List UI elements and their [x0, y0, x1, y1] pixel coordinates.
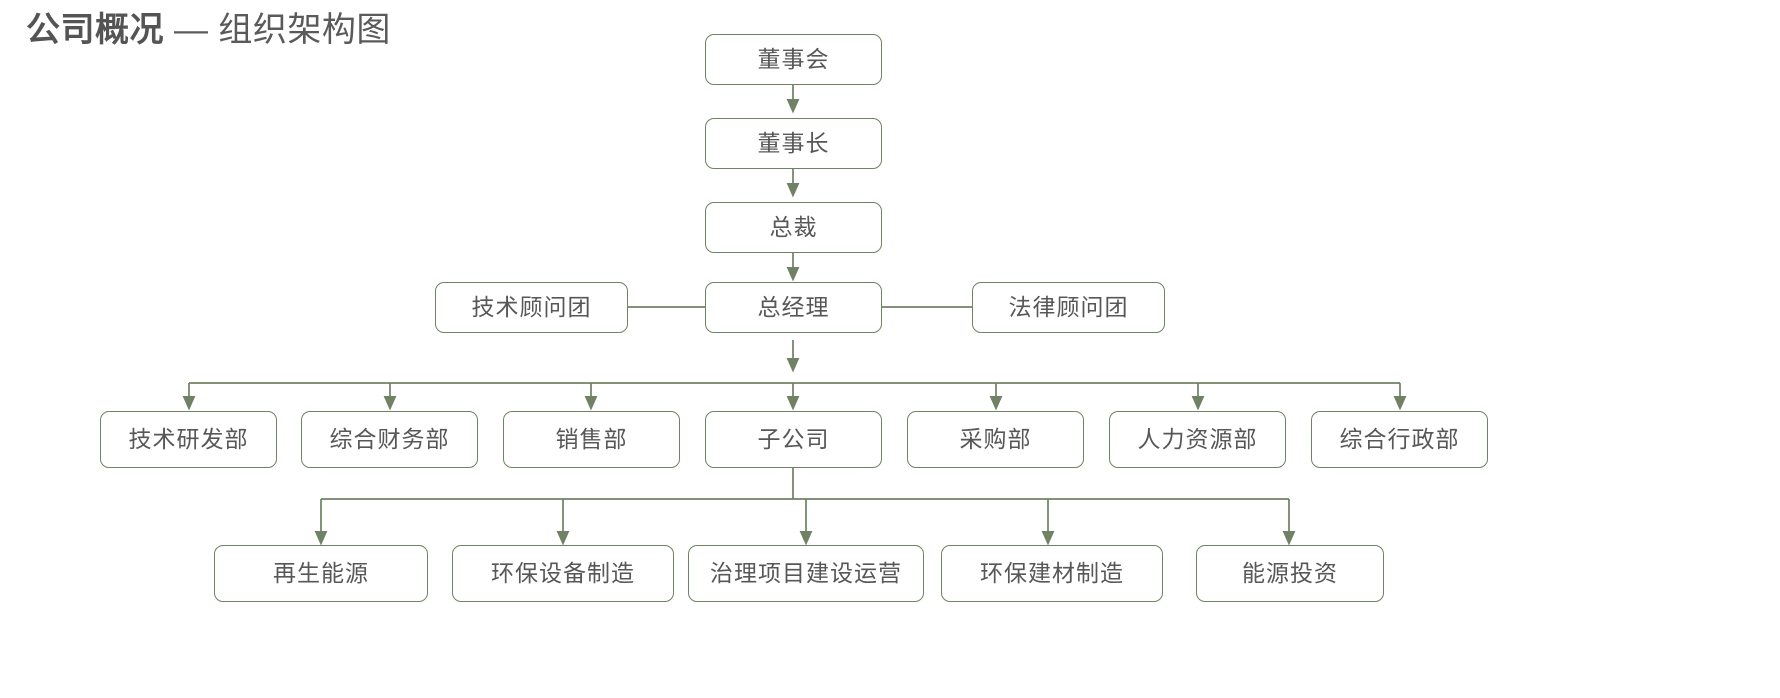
node-dept-finance-label: 综合财务部	[329, 426, 450, 452]
node-dept-admin-label: 综合行政部	[1339, 426, 1460, 452]
node-sub-investment[interactable]: 能源投资	[1196, 545, 1384, 602]
node-dept-admin[interactable]: 综合行政部	[1311, 411, 1488, 468]
page-title-strong: 公司概况	[26, 11, 164, 49]
node-dept-rnd[interactable]: 技术研发部	[100, 411, 277, 468]
node-sub-equipment-label: 环保设备制造	[491, 560, 635, 586]
node-dept-rnd-label: 技术研发部	[128, 426, 249, 452]
node-president[interactable]: 总裁	[705, 202, 882, 253]
node-president-label: 总裁	[769, 214, 818, 240]
node-sub-renewable-label: 再生能源	[273, 560, 369, 586]
node-legal-advisors[interactable]: 法律顾问团	[972, 282, 1165, 333]
node-chairman-label: 董事长	[757, 130, 830, 156]
node-dept-sales[interactable]: 销售部	[503, 411, 680, 468]
node-dept-sales-label: 销售部	[555, 426, 628, 452]
node-sub-project[interactable]: 治理项目建设运营	[688, 545, 924, 602]
page-title-light: — 组织架构图	[164, 11, 391, 49]
node-chairman[interactable]: 董事长	[705, 118, 882, 169]
node-tech-advisors-label: 技术顾问团	[471, 294, 592, 320]
node-sub-project-label: 治理项目建设运营	[710, 560, 902, 586]
node-sub-materials-label: 环保建材制造	[980, 560, 1124, 586]
node-general-manager[interactable]: 总经理	[705, 282, 882, 333]
node-sub-equipment[interactable]: 环保设备制造	[452, 545, 674, 602]
node-dept-subsidiary-label: 子公司	[757, 426, 830, 452]
node-board[interactable]: 董事会	[705, 34, 882, 85]
node-sub-renewable[interactable]: 再生能源	[214, 545, 428, 602]
node-sub-investment-label: 能源投资	[1242, 560, 1338, 586]
node-dept-subsidiary[interactable]: 子公司	[705, 411, 882, 468]
node-legal-advisors-label: 法律顾问团	[1008, 294, 1129, 320]
node-dept-finance[interactable]: 综合财务部	[301, 411, 478, 468]
node-dept-procurement-label: 采购部	[959, 426, 1032, 452]
node-general-manager-label: 总经理	[757, 294, 830, 320]
page-title: 公司概况 — 组织架构图	[26, 8, 391, 52]
node-dept-hr[interactable]: 人力资源部	[1109, 411, 1286, 468]
node-dept-hr-label: 人力资源部	[1137, 426, 1258, 452]
node-tech-advisors[interactable]: 技术顾问团	[435, 282, 628, 333]
node-board-label: 董事会	[757, 46, 830, 72]
node-dept-procurement[interactable]: 采购部	[907, 411, 1084, 468]
node-sub-materials[interactable]: 环保建材制造	[941, 545, 1163, 602]
